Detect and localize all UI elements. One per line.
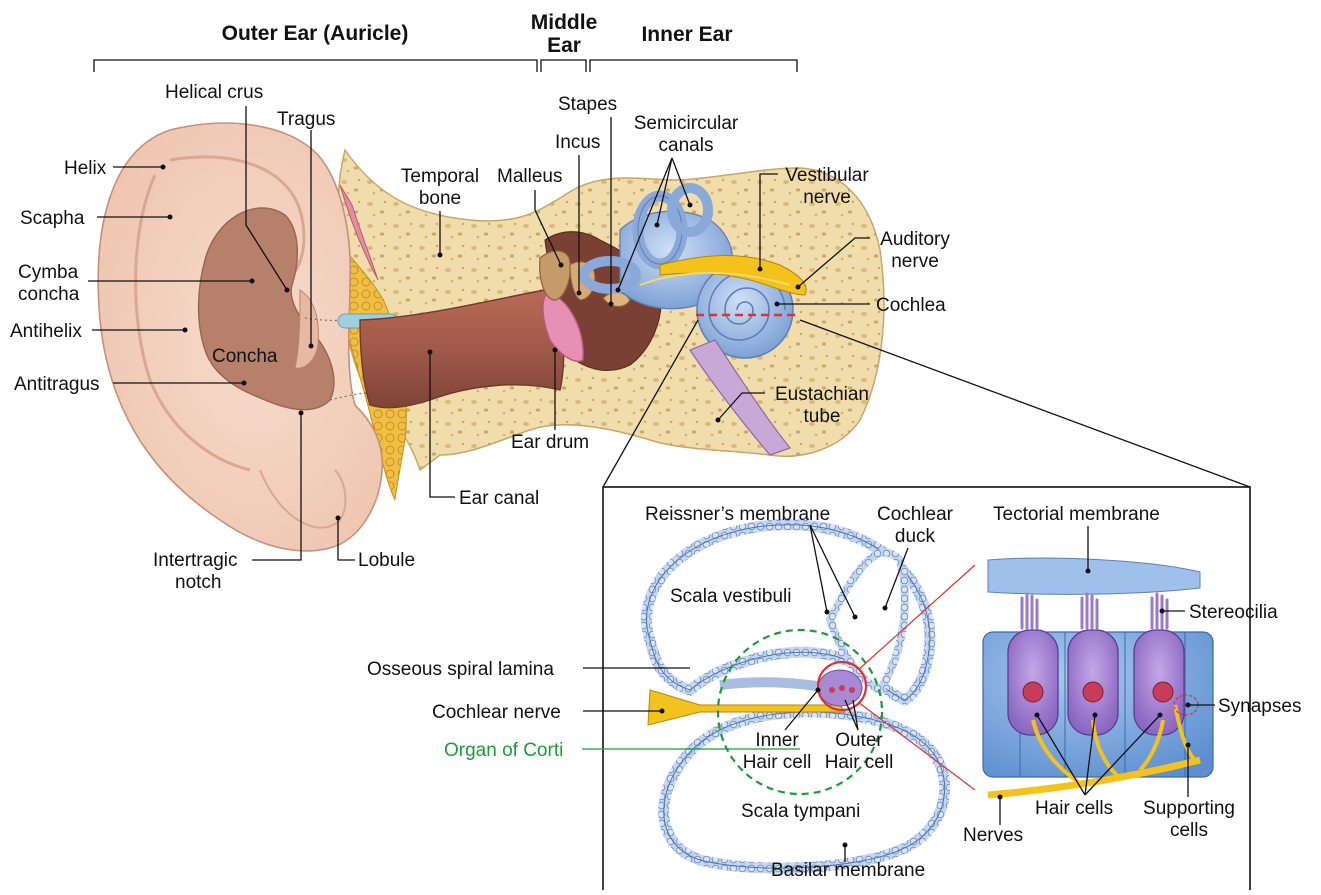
label-scala-tympani: Scala tympani [741,801,860,822]
label-tectorial-membrane: Tectorial membrane [993,504,1160,525]
label-eustachian-tube-line1: Eustachian [775,384,869,405]
label-hair-cells: Hair cells [1035,798,1113,819]
label-stapes: Stapes [558,94,617,115]
label-intertragic-notch-line2: notch [175,572,221,593]
label-cochlea: Cochlea [876,295,946,316]
label-scapha: Scapha [20,208,85,229]
label-auditory-nerve-line1: Auditory [880,229,950,250]
label-ear-drum: Ear drum [511,432,589,453]
label-inner-hair-cell-line1: Inner [755,730,799,751]
label-ear-canal: Ear canal [459,488,539,509]
label-concha: Concha [212,346,278,367]
label-supporting-cells-line1: Supporting [1143,798,1235,819]
middle-ear-header-line1: Middle [531,11,598,34]
label-cymba-concha-line1: Cymba [18,262,79,283]
label-stereocilia: Stereocilia [1189,602,1278,623]
label-antitragus: Antitragus [14,374,100,395]
label-intertragic-notch-line1: Intertragic [153,550,237,571]
label-vestibular-nerve-line2: nerve [803,187,851,208]
label-cymba-concha-line2: concha [18,284,80,305]
inner-ear-header: Inner Ear [641,23,732,46]
inner-ear-bracket [590,60,797,72]
label-auditory-nerve-line2: nerve [891,251,939,272]
label-outer-hair-cell-line1: Outer [835,730,883,751]
label-cochlear-duck-line1: Cochlear [877,504,954,525]
label-helical-crus: Helical crus [165,82,263,103]
label-cochlear-nerve: Cochlear nerve [432,702,561,723]
label-lobule: Lobule [358,550,415,571]
label-reissners-membrane: Reissner’s membrane [645,504,830,525]
label-scala-vestibuli: Scala vestibuli [670,586,791,607]
label-helix: Helix [64,158,107,179]
label-organ-of-corti: Organ of Corti [444,740,563,761]
label-malleus: Malleus [497,166,562,187]
label-synapses: Synapses [1218,696,1301,717]
label-osseous-spiral-lamina: Osseous spiral lamina [367,659,554,680]
label-vestibular-nerve-line1: Vestibular [785,165,869,186]
label-antihelix: Antihelix [10,321,82,342]
label-temporal-bone-line2: bone [419,188,461,209]
label-supporting-cells-line2: cells [1170,820,1208,841]
outer-ear-bracket [94,60,537,72]
label-inner-hair-cell-line2: Hair cell [743,752,812,773]
section-brackets [94,60,797,72]
outer-ear-header: Outer Ear (Auricle) [222,22,409,45]
label-temporal-bone-line1: Temporal [401,166,479,187]
label-basilar-membrane: Basilar membrane [771,860,925,881]
middle-ear-bracket [541,60,586,72]
label-cochlear-duck-line2: duck [895,526,936,547]
label-tragus: Tragus [277,109,335,130]
label-nerves: Nerves [963,825,1023,846]
label-eustachian-tube-line2: tube [804,406,841,427]
label-outer-hair-cell-line2: Hair cell [825,752,894,773]
label-semicircular-canals-line1: Semicircular [634,113,739,134]
label-semicircular-canals-line2: canals [659,135,714,156]
label-incus: Incus [555,132,600,153]
middle-ear-header-line2: Ear [547,34,581,57]
